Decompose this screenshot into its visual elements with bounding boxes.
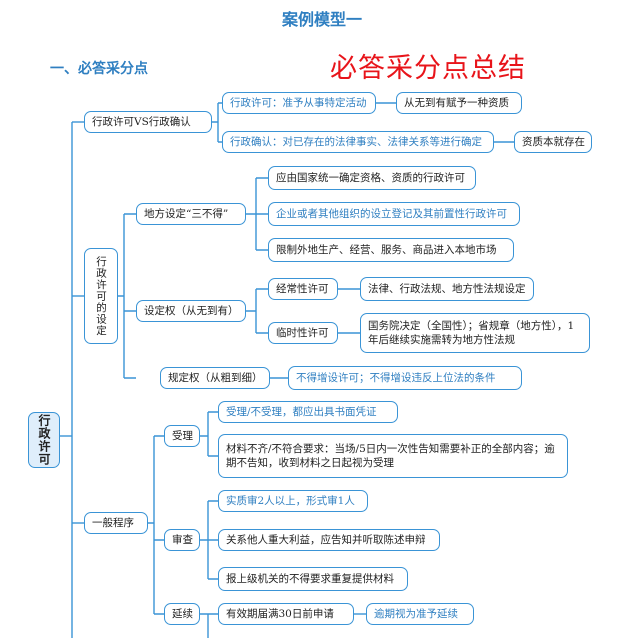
node-three-nots-item: 限制外地生产、经营、服务、商品进入本地市场 — [268, 238, 514, 262]
node-review-item: 报上级机关的不得要求重复提供材料 — [218, 567, 408, 591]
node-renewal-item: 有效期届满30日前申请 — [218, 603, 354, 625]
node-renewal: 延续 — [164, 603, 200, 625]
node-permit-note: 从无到有赋予一种资质 — [396, 92, 522, 114]
node-confirm-note: 资质本就存在 — [514, 131, 592, 153]
node-general-procedure: 一般程序 — [84, 512, 148, 534]
node-rule-power-note: 不得增设许可；不得增设违反上位法的条件 — [288, 366, 522, 390]
node-local-three-nots: 地方设定“三不得” — [136, 203, 246, 225]
node-accept-item: 材料不齐/不符合要求：当场/5日内一次性告知需要补正的全部内容；逾期不告知，收到… — [218, 434, 568, 478]
node-temporary-permit: 临时性许可 — [268, 322, 338, 344]
node-review-item: 实质审2人以上，形式审1人 — [218, 490, 368, 512]
node-rule-power: 规定权（从粗到细） — [160, 367, 270, 389]
node-permit-definition: 行政许可：准予从事特定活动 — [222, 92, 376, 114]
node-temporary-permit-note: 国务院决定（全国性）；省规章（地方性），1年后继续实施需转为地方性法规 — [360, 313, 590, 353]
node-setting-power: 设定权（从无到有） — [136, 300, 246, 322]
node-review-item: 关系他人重大利益，应告知并听取陈述申辩 — [218, 529, 440, 551]
page-title: 案例模型一 — [281, 10, 362, 29]
overlay-caption: 必答采分点总结 — [330, 53, 526, 84]
node-permit-setting: 行政许可的设定 — [84, 248, 118, 344]
node-review: 审查 — [164, 529, 200, 551]
node-accept-item: 受理/不受理，都应出具书面凭证 — [218, 401, 398, 423]
node-confirm-definition: 行政确认：对已存在的法律事实、法律关系等进行确定 — [222, 131, 494, 153]
node-accept: 受理 — [164, 425, 200, 447]
node-regular-permit-note: 法律、行政法规、地方性法规设定 — [360, 277, 534, 301]
node-three-nots-item: 应由国家统一确定资格、资质的行政许可 — [268, 166, 476, 190]
node-regular-permit: 经常性许可 — [268, 278, 338, 300]
node-renewal-note: 逾期视为准予延续 — [366, 603, 474, 625]
node-three-nots-item: 企业或者其他组织的设立登记及其前置性行政许可 — [268, 202, 520, 226]
root-node: 行政许可 — [28, 412, 60, 468]
section-heading: 一、必答采分点 — [50, 61, 148, 77]
node-permit-vs-confirm: 行政许可VS行政确认 — [84, 111, 212, 133]
